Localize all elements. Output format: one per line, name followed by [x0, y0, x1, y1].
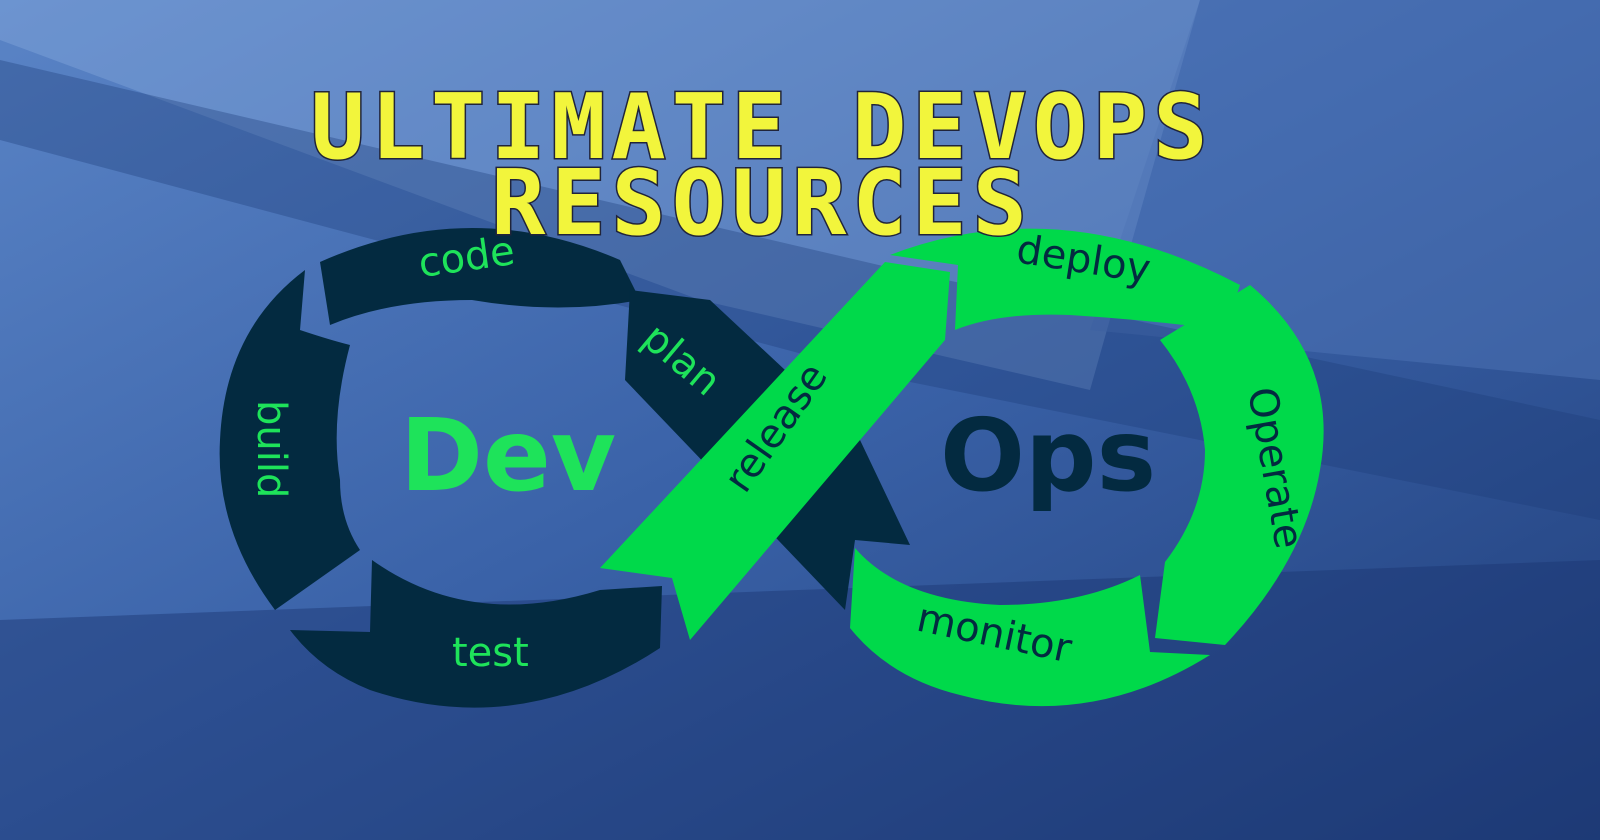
ops-segment-deploy [890, 228, 1240, 330]
dev-segment-code [320, 227, 640, 325]
ops-segment-release-arrow [600, 262, 950, 640]
ops-loop [600, 228, 1324, 707]
title-line-2: Resources [491, 151, 1033, 256]
stage-label-build: build [248, 400, 294, 498]
stage-label-test: test [452, 630, 529, 676]
ops-label: Ops [940, 397, 1156, 514]
ops-segment-monitor [850, 548, 1210, 707]
dev-segment-build [219, 270, 360, 610]
dev-label: Dev [400, 397, 616, 514]
dev-segment-test [290, 560, 662, 708]
ops-segment-operate [1155, 285, 1324, 645]
